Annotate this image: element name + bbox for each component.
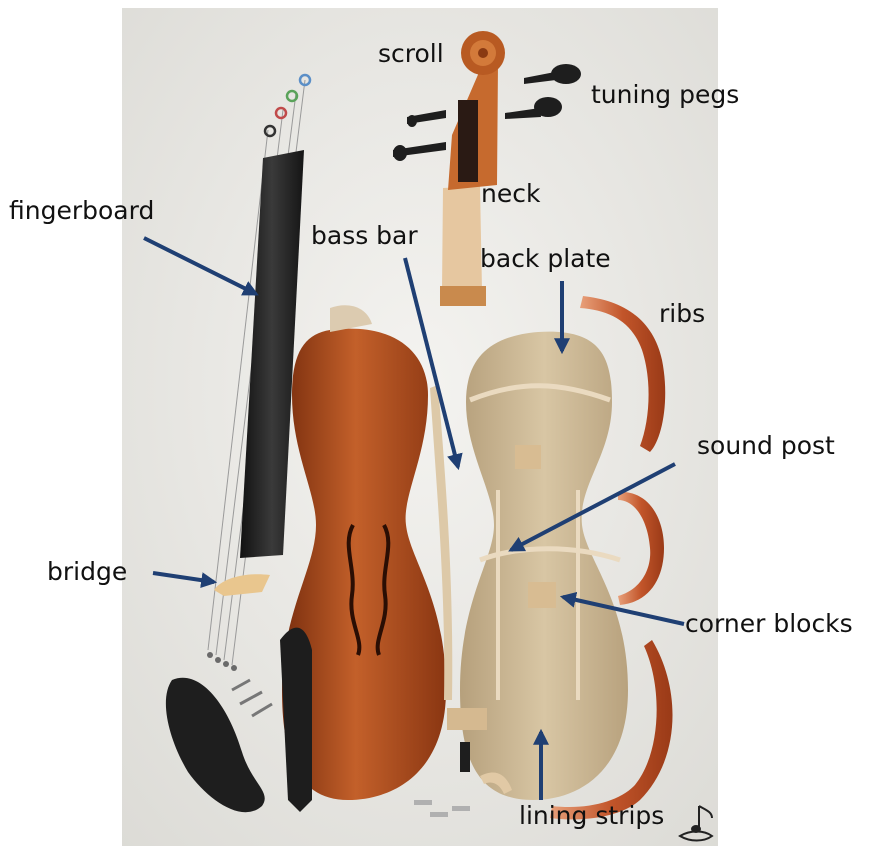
label-fingerboard: fingerboard: [9, 198, 154, 223]
label-neck: neck: [481, 181, 540, 206]
label-scroll: scroll: [378, 41, 444, 66]
label-lining-strips: lining strips: [519, 803, 664, 828]
label-bass-bar: bass bar: [311, 223, 418, 248]
label-sound-post: sound post: [697, 433, 835, 458]
label-corner-blocks: corner blocks: [685, 611, 853, 636]
label-tuning-pegs: tuning pegs: [591, 82, 739, 107]
label-back-plate: back plate: [480, 246, 611, 271]
end-block-part: [447, 708, 487, 730]
end-button-part: [460, 742, 470, 772]
label-ribs: ribs: [659, 301, 705, 326]
label-bridge: bridge: [47, 559, 127, 584]
